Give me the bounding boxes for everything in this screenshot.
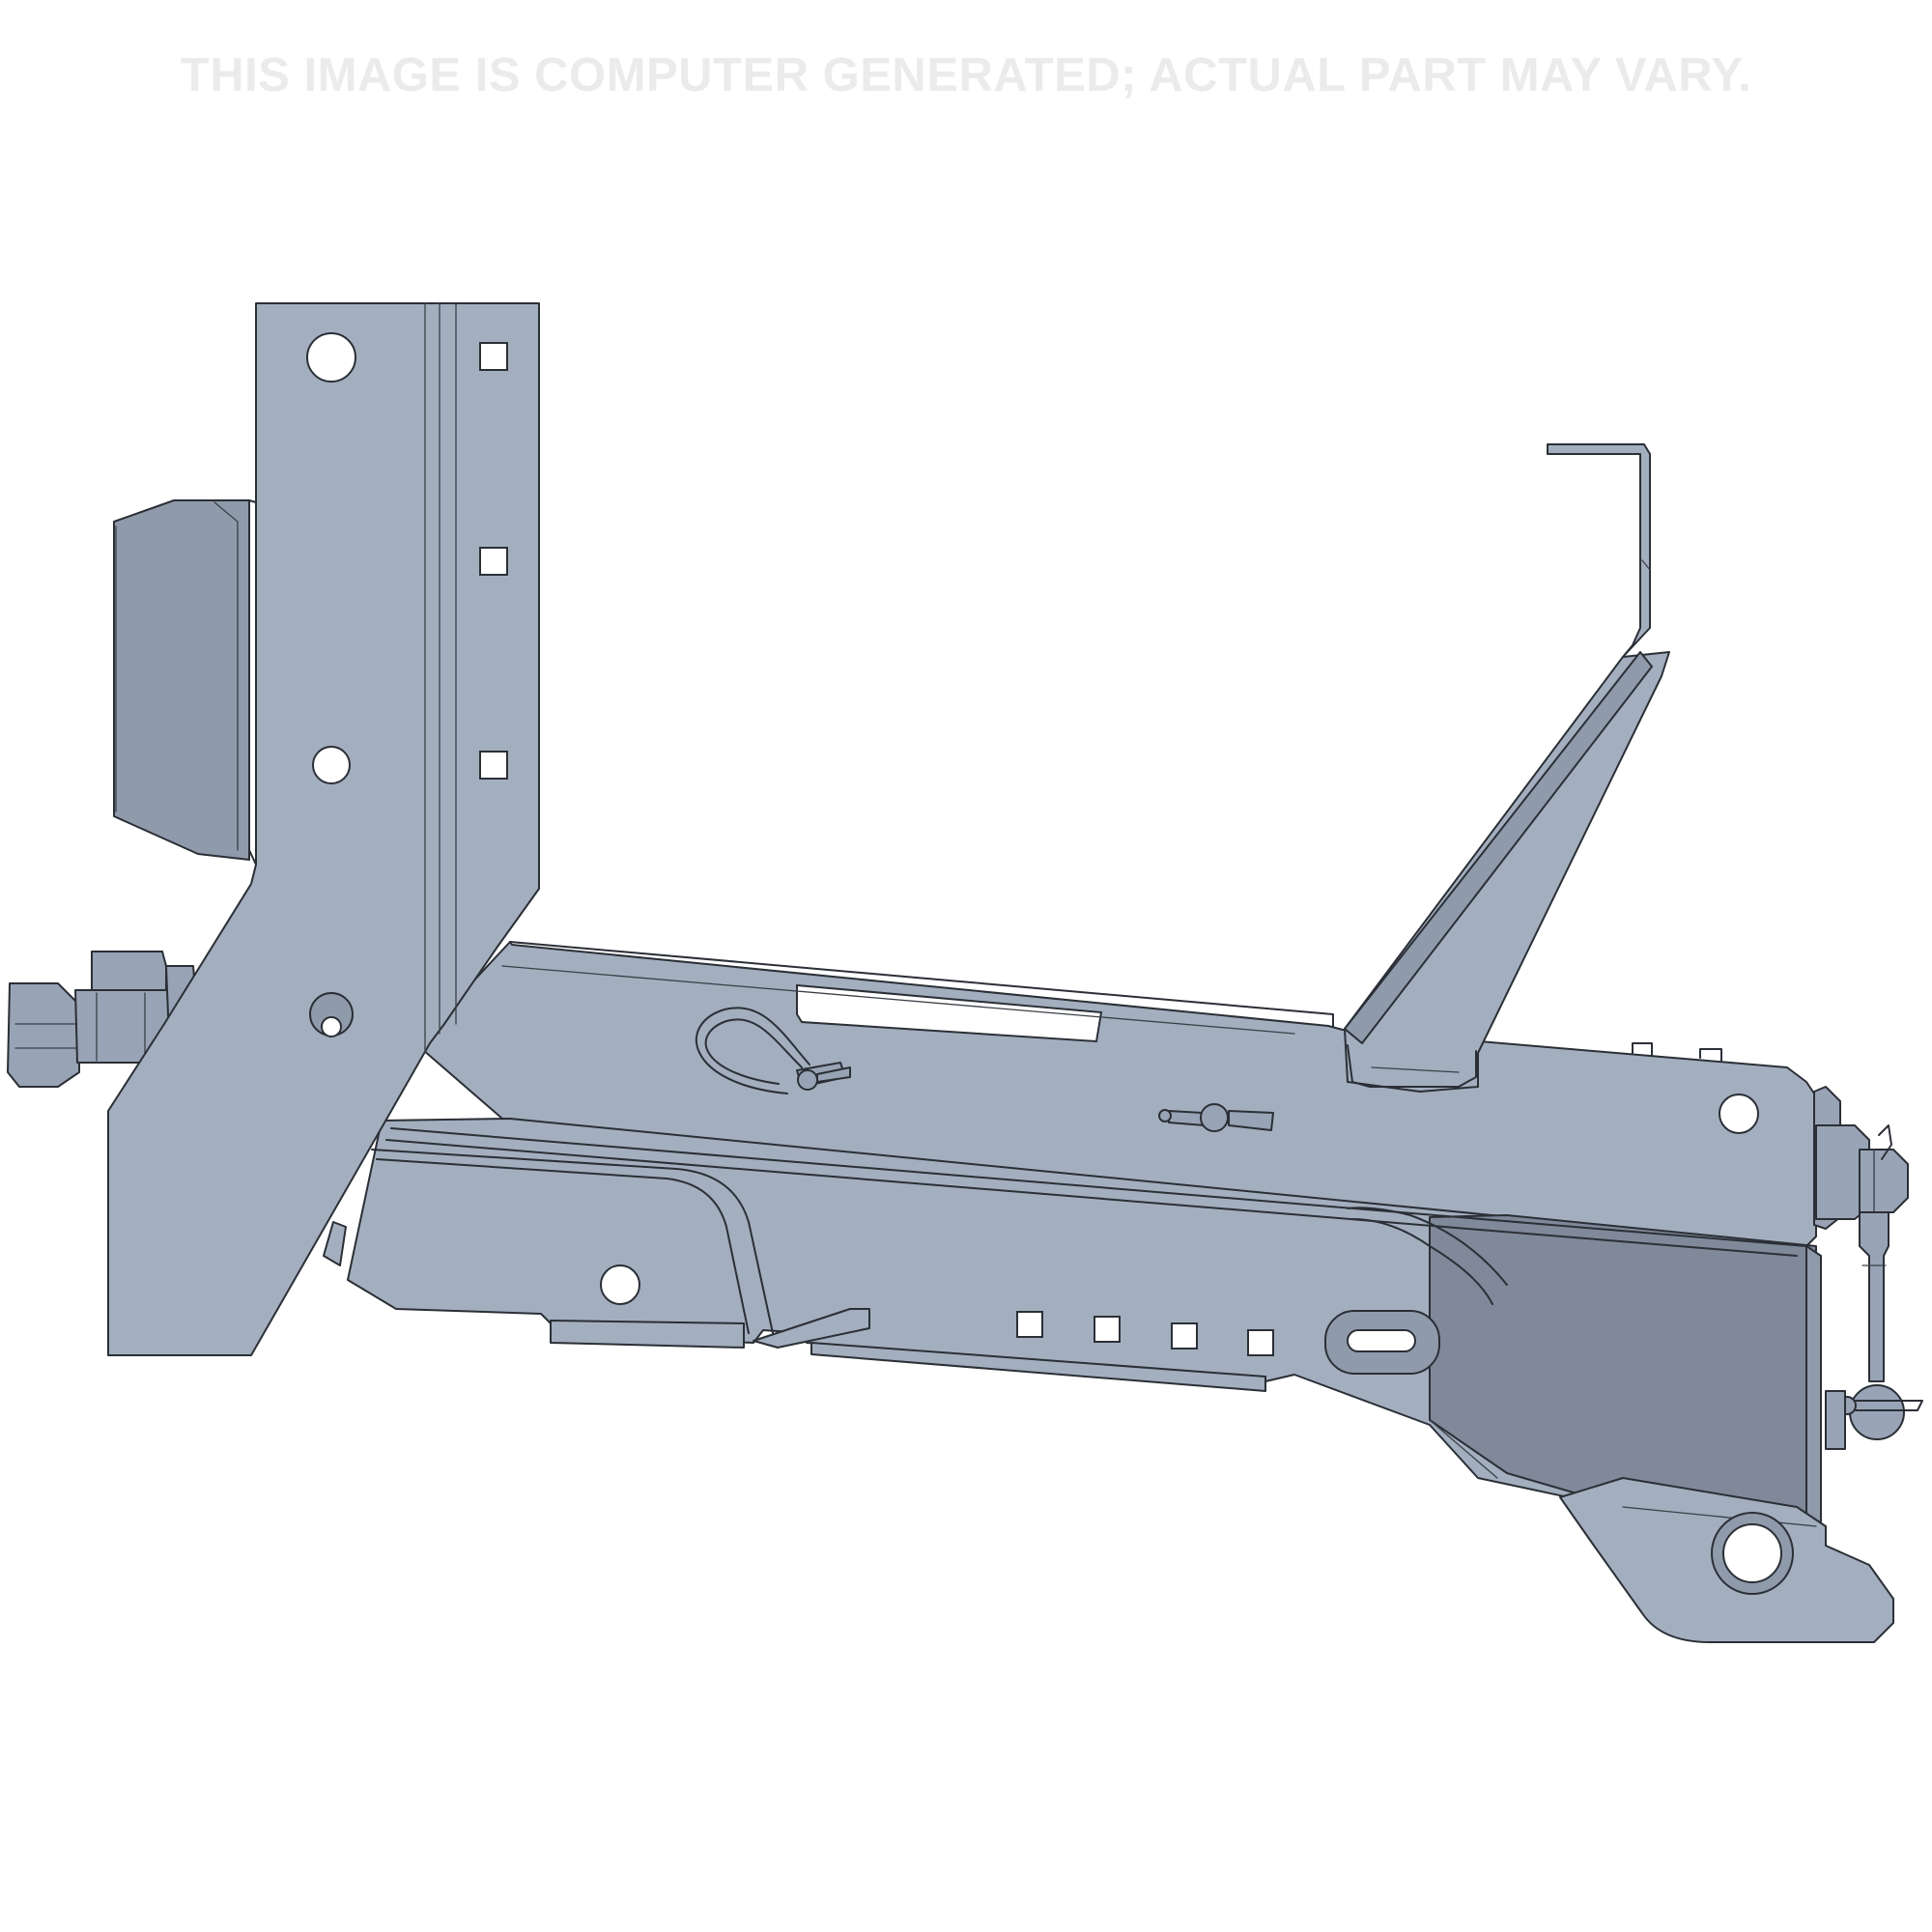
top-bracket xyxy=(1547,443,1651,658)
rear-hole xyxy=(1719,1094,1759,1134)
disclaimer-watermark: THIS IMAGE IS COMPUTER GENERATED; ACTUAL… xyxy=(180,49,1752,101)
hitch-pin-clip xyxy=(696,1007,851,1094)
lower-ear xyxy=(1559,1477,1894,1643)
adjustment-slot xyxy=(1324,1310,1440,1375)
lower-beam-slots xyxy=(1016,1311,1274,1356)
top-tabs xyxy=(1632,1042,1722,1062)
bottom-flange xyxy=(550,1308,1266,1392)
mounting-pad xyxy=(113,499,250,861)
angled-brace xyxy=(1344,651,1670,1093)
upper-slot xyxy=(796,983,1103,1043)
mount-plate-holes xyxy=(306,332,508,1037)
small-tab xyxy=(323,1221,347,1266)
beam-hole xyxy=(600,1264,640,1305)
wing-bolt xyxy=(1158,1103,1274,1132)
vertical-mount-plate xyxy=(107,302,540,1356)
right-hitch-hardware xyxy=(1813,1086,1923,1450)
